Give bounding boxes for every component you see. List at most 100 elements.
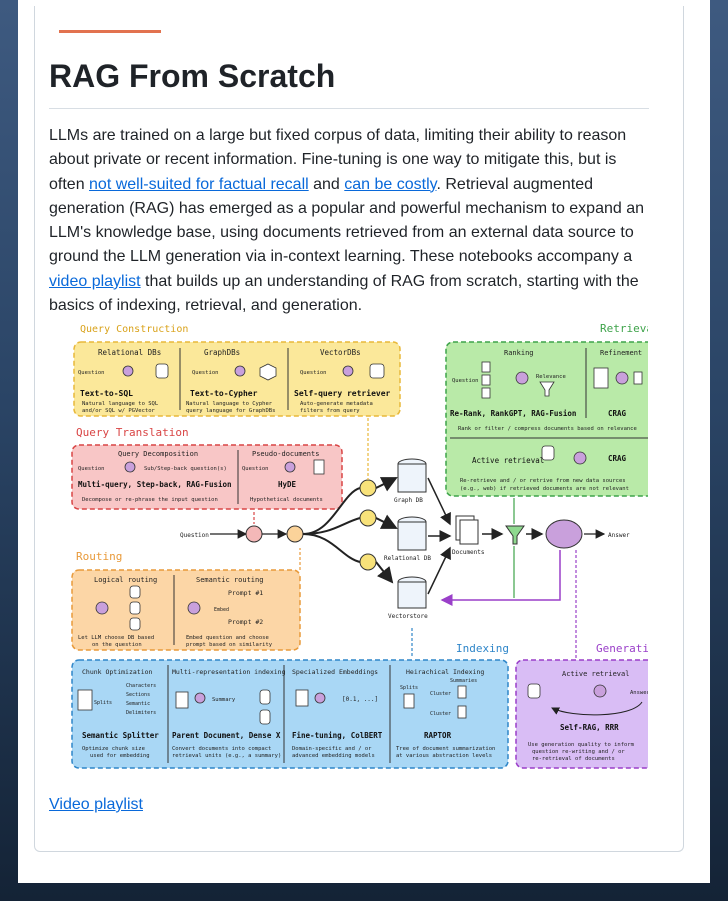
gen-answer: Answer: [630, 690, 648, 696]
routing-prompt-2: Prompt #2: [228, 618, 263, 626]
relational-db-icon: [397, 521, 427, 551]
ranking-doc-icon-3: [481, 387, 491, 399]
link-video-playlist-inline[interactable]: video playlist: [49, 272, 141, 290]
idx-desc-chunk-1: Optimize chunk size: [82, 746, 145, 752]
retrieval-rank-desc: Rank or filter / compress documents base…: [458, 426, 637, 432]
qc-vector-icon: [369, 363, 385, 379]
documents-icon-back: [459, 519, 479, 545]
routing-db-icon-1: [129, 585, 141, 599]
flow-arrow-relational: [302, 517, 361, 535]
gen-desc-2: question re-writing and / or: [532, 749, 625, 755]
qc-desc-cypher-1: Natural language to Cypher: [186, 401, 273, 407]
idx-desc-embed-2: advanced embedding models: [292, 753, 375, 759]
routing-right-desc-1: Embed question and choose: [186, 635, 269, 641]
video-playlist-link[interactable]: Video playlist: [49, 796, 143, 813]
idx-name-finetune: Fine-tuning, ColBERT: [292, 731, 383, 740]
flow-arrow-graphdb: [375, 477, 398, 492]
qc-name-sql: Text-to-SQL: [80, 389, 133, 398]
idx-vector: [0.1, ...]: [342, 696, 378, 703]
routing-prompt-1: Prompt #1: [228, 589, 263, 597]
qt-left-desc: Decompose or re-phrase the input questio…: [82, 497, 218, 503]
chunk-label-characters: Characters: [126, 683, 156, 689]
flow-arrow-vecdb: [375, 561, 394, 584]
qt-question: Question: [78, 466, 105, 472]
chunk-label-sections: Sections: [126, 692, 150, 698]
gen-head: Active retrieval: [562, 670, 629, 678]
flow-documents: Documents: [452, 549, 485, 556]
qt-brain-icon: [124, 461, 136, 473]
routing-db-icon-2: [129, 601, 141, 615]
retrieval-question: Question: [452, 378, 479, 384]
retrieval-refinement: Refinement: [600, 349, 642, 357]
qc-brain-icon-2: [234, 365, 246, 377]
embed-doc-icon: [295, 689, 309, 707]
routing-left-desc-1: Let LLM choose DB based: [78, 635, 154, 641]
flow-arrow-docs-3: [427, 546, 451, 595]
intro-text-4: that builds up an understanding of RAG f…: [49, 272, 639, 315]
routing-right-desc-2: prompt based on similarity: [186, 642, 273, 648]
idx-name-raptor: RAPTOR: [424, 731, 452, 740]
qc-title: Query Construction: [80, 324, 188, 335]
qc-desc-self-1: Auto-generate metadata: [300, 401, 373, 407]
qt-title: Query Translation: [76, 426, 189, 439]
idx-desc-multi-2: retrieval units (e.g., a summary): [172, 753, 281, 759]
qt-left-head: Query Decomposition: [118, 450, 198, 458]
qc-desc-sql-2: and/or SQL w/ PGVector: [82, 408, 156, 414]
flow-answer: Answer: [608, 532, 630, 539]
gen-desc-3: re-retrieval of documents: [532, 756, 615, 762]
hier-doc-icon: [403, 693, 415, 709]
embed-brain-icon: [314, 692, 326, 704]
chunk-doc-icon: [77, 689, 93, 711]
indexing-title: Indexing: [456, 642, 509, 655]
page-title: RAG From Scratch: [49, 58, 336, 94]
routing-brain-icon: [95, 601, 109, 615]
chunk-label-semantic: Semantic: [126, 701, 150, 707]
routing-box: [71, 569, 301, 651]
generation-title: Generation: [596, 642, 648, 655]
ranking-doc-icon-2: [481, 374, 491, 386]
multi-db-icon-1: [259, 689, 271, 705]
routing-db-icon-3: [129, 617, 141, 631]
retrieval-active: Active retrieval: [472, 456, 544, 465]
qc-graph-icon: [259, 363, 277, 381]
qc-question-3: Question: [300, 370, 327, 376]
retrieval-crag-2: CRAG: [608, 454, 627, 463]
qc-desc-sql-1: Natural language to SQL: [82, 401, 159, 407]
refinement-docs-icon: [593, 367, 609, 389]
vectorstore-icon: [397, 581, 427, 609]
flow-question: Question: [180, 532, 209, 539]
flow-arrow-vector: [302, 533, 361, 563]
idx-summary: Summary: [212, 697, 236, 703]
gen-desc-1: Use generation quality to inform: [528, 742, 635, 748]
intro-text-3: . Retrieval augmented generation (RAG) h…: [49, 175, 645, 266]
graph-db-icon: [397, 463, 427, 493]
retrieval-crag: CRAG: [608, 409, 627, 418]
qc-head-graph: GraphDBs: [204, 348, 240, 357]
qt-subquestion: Sub/Step-back question(s): [144, 466, 227, 472]
feedback-arrow: [440, 550, 561, 606]
idx-splits-2: Splits: [400, 685, 418, 691]
rag-diagram-svg: Query Construction Relational DBs GraphD…: [71, 322, 663, 769]
ranking-doc-icon-1: [481, 361, 491, 373]
idx-name-semantic: Semantic Splitter: [82, 731, 159, 740]
retrieval-rerank: Re-Rank, RankGPT, RAG-Fusion: [450, 409, 576, 418]
link-factual-recall[interactable]: not well-suited for factual recall: [89, 175, 309, 193]
flow-graph-db: Graph DB: [394, 497, 423, 504]
intro-paragraph: LLMs are trained on a large but fixed co…: [49, 124, 649, 318]
idx-desc-chunk-2: used for embedding: [90, 753, 150, 759]
idx-head-multi: Multi-representation indexing: [172, 668, 286, 676]
qt-right-name: HyDE: [278, 480, 297, 489]
indexing-box: [71, 659, 509, 769]
routing-left-head: Logical routing: [94, 576, 157, 584]
routing-node: [286, 525, 304, 543]
qc-name-selfquery: Self-query retriever: [294, 388, 391, 398]
title-divider: [49, 108, 649, 109]
routing-right-head: Semantic routing: [196, 576, 263, 584]
construction-node-1: [359, 479, 377, 497]
idx-cluster-1: Cluster: [430, 691, 451, 697]
link-costly[interactable]: can be costly: [344, 175, 437, 193]
idx-head-chunk: Chunk Optimization: [82, 668, 153, 676]
query-construction-box: [73, 341, 401, 417]
routing-title: Routing: [76, 550, 122, 563]
relevance-filter-icon: [539, 381, 555, 397]
